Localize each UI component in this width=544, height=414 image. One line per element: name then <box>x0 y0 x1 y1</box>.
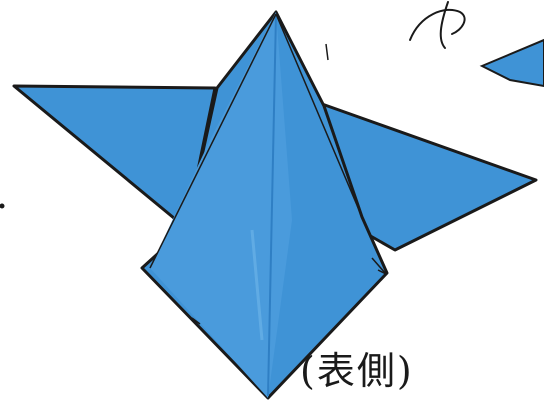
caption-front-side: (表側) <box>300 349 414 393</box>
tick-mark-top <box>325 43 329 61</box>
neighbor-paper-piece <box>479 38 544 88</box>
front-fold <box>150 12 292 398</box>
crease-right <box>275 13 363 218</box>
tab-notch <box>371 257 387 275</box>
crease-center <box>267 13 277 397</box>
crease-highlight <box>250 229 264 341</box>
crease-left <box>149 13 277 269</box>
stray-mark <box>0 203 5 209</box>
pencil-scribble <box>409 1 466 49</box>
origami-shape <box>12 10 538 400</box>
tick-mark-bottom <box>191 317 201 325</box>
